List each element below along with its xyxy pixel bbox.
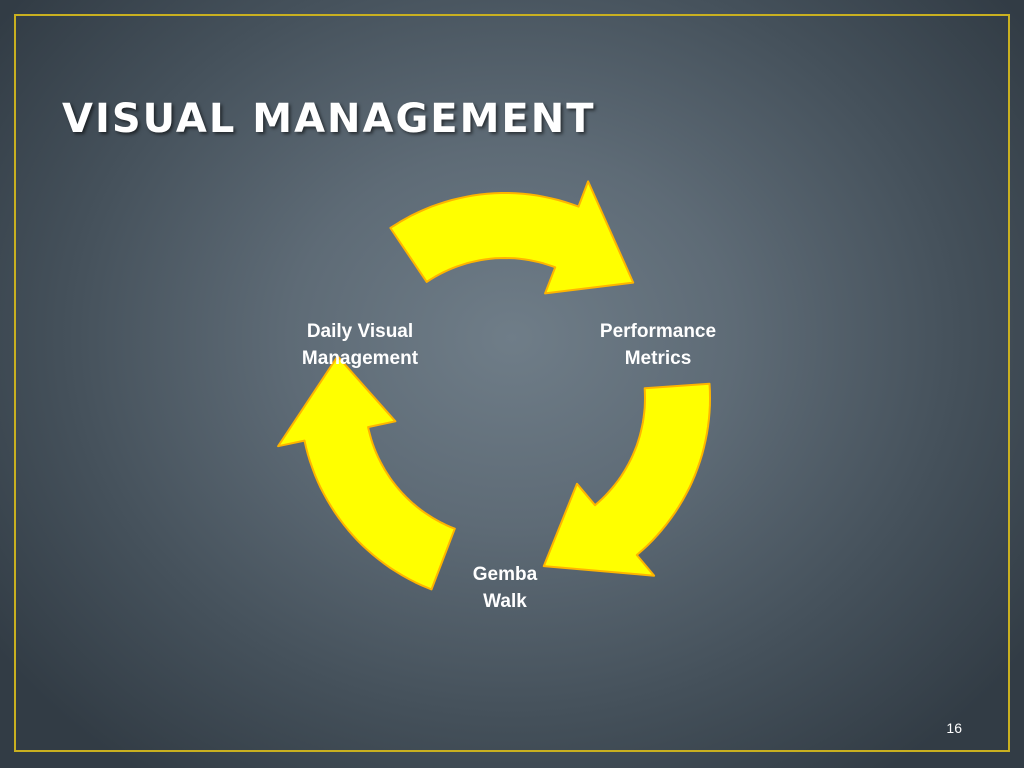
slide-title: VISUAL MANAGEMENT [62,96,596,142]
node-label-line: Gemba [472,564,538,585]
node-label-line: Daily Visual [306,321,414,342]
node-label-performance-metrics: Performance Metrics [548,318,768,372]
node-label-line: Management [301,348,419,369]
node-label-line: Walk [483,591,527,612]
cycle-arrow-right [542,382,711,577]
node-label-gemba-walk: Gemba Walk [395,561,615,615]
node-label-line: Performance [599,321,717,342]
cycle-arrow-top [389,180,635,295]
node-label-daily-visual-management: Daily Visual Management [250,318,470,372]
node-label-line: Metrics [624,348,692,369]
slide-frame [14,14,1010,752]
page-number: 16 [946,720,962,736]
cycle-arrow-left [277,355,456,591]
